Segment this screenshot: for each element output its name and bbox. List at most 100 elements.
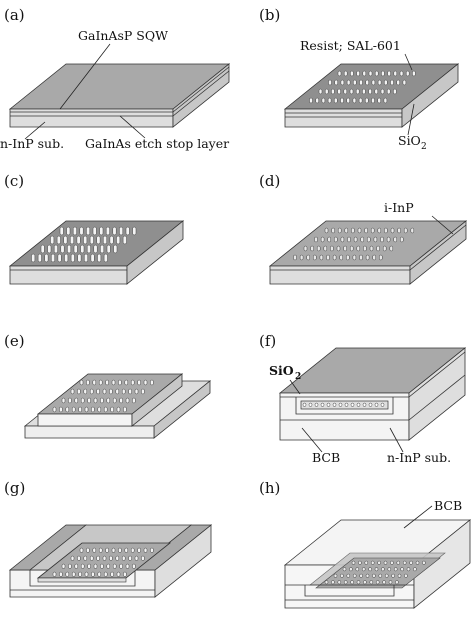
panel-d-label: (d) [259,172,280,190]
b-slots-hole [362,70,367,77]
panel-a-etchstop-label: GaInAs etch stop layer [85,136,229,151]
h-slots-hole [358,560,362,565]
g-slots-hole [111,547,116,553]
panel-g-label: (g) [4,479,25,497]
g-slots-hole [52,571,57,577]
e-slots-hole [80,397,85,404]
g-slots-hole [128,555,132,561]
h-slots-hole [349,567,353,572]
h-slots-hole [365,573,370,578]
panel-b-oxide-label: SiO [398,133,421,148]
panel-b-oxide-subscript: 2 [421,142,427,152]
g-slots-hole [132,563,136,569]
e-slots-hole [115,388,120,395]
g-slots-hole [119,563,123,569]
panel-e-mesa-side [131,373,183,427]
panel-h-bcb-side [413,519,471,609]
panel-h-label: (h) [259,479,280,497]
c-slots-hole [125,226,130,236]
e-slots-hole [84,406,89,413]
c-slots-hole [113,244,118,254]
panel-g-membrane-front [37,577,127,583]
c-slots-hole [116,235,121,245]
d-slots-hole [306,254,310,261]
f-slots-hole [368,402,373,407]
h-slots-hole [397,573,402,578]
b-slots-hole [393,88,397,95]
g-slots-hole [74,563,79,569]
h-slots-hole [346,573,351,578]
g-slots-hole [103,571,108,577]
g-slots-hole [121,555,126,561]
h-slots-hole [400,567,404,572]
h-slots-hole [391,573,395,578]
d-slots-hole [323,245,328,252]
panel-f-oxide-label: SiO [269,363,294,378]
e-slots-hole [121,388,126,395]
g-slots-hole [65,571,70,577]
e-slots-hole [79,379,84,386]
b-slots-hole [368,70,373,77]
d-slots-hole [316,245,321,252]
d-slots-hole [389,245,394,252]
panel-f-block-side [408,347,466,441]
h-slots-hole [343,580,348,585]
e-slots-hole [83,388,88,395]
g-slots-hole [110,571,114,577]
b-slots-hole [386,88,391,95]
h-slots-hole [352,573,357,578]
panel-h-trench-outline [304,585,395,597]
h-slots-hole [340,573,344,578]
d-slots-hole [319,254,324,261]
d-slots-hole [390,227,395,234]
b-slots-hole [337,88,341,95]
panel-h-membrane-holes [324,560,426,585]
b-slots-hole [343,88,348,95]
f-slots-hole [314,402,319,407]
e-slots-hole [100,397,104,404]
g-slots-hole [79,547,84,553]
e-slots-hole [89,388,94,395]
b-slots-hole [380,88,385,95]
h-slots-hole [337,580,342,585]
h-slots-hole [372,573,376,578]
b-slots-hole [381,70,385,77]
d-slots-hole [320,236,325,243]
e-slots-hole [92,379,97,386]
d-slots-hole [347,236,351,243]
h-slots-hole [364,560,369,565]
b-slots-hole [362,88,366,95]
g-slots-hole [70,555,75,561]
c-slots-hole [77,253,82,263]
h-slots-hole [415,560,420,565]
panel-a-wafer-side [172,63,230,128]
e-slots-hole [130,379,135,386]
g-slots-hole [91,571,95,577]
e-slots-hole [78,406,82,413]
e-slots-hole [111,379,116,386]
d-slots-hole [400,236,404,243]
g-slots-hole [150,547,154,553]
d-slots-hole [369,245,374,252]
e-slots-hole [97,406,102,413]
b-slots-hole [377,79,382,86]
c-slots-hole [63,235,68,245]
d-slots-hole [326,254,330,261]
c-slots-hole [70,253,75,263]
e-slots-hole [123,406,127,413]
panel-f-label: (f) [259,332,276,350]
c-slots-hole [122,235,127,245]
g-slots-hole [100,563,104,569]
h-slots-hole [413,567,417,572]
g-slots-hole [97,571,102,577]
c-slots-hole [96,235,101,245]
panel-a: (a) GaInAsP SQW n-InP sub. GaInAs etch s… [0,6,231,151]
e-slots-hole [91,406,95,413]
e-slots-hole [137,379,141,386]
c-slots-hole [80,244,85,254]
panel-a-side-layer-line [172,66,230,113]
g-slots-hole [71,571,76,577]
panel-f-trench-outline [295,397,394,415]
e-slots-hole [119,397,123,404]
d-slots-hole [376,245,380,252]
